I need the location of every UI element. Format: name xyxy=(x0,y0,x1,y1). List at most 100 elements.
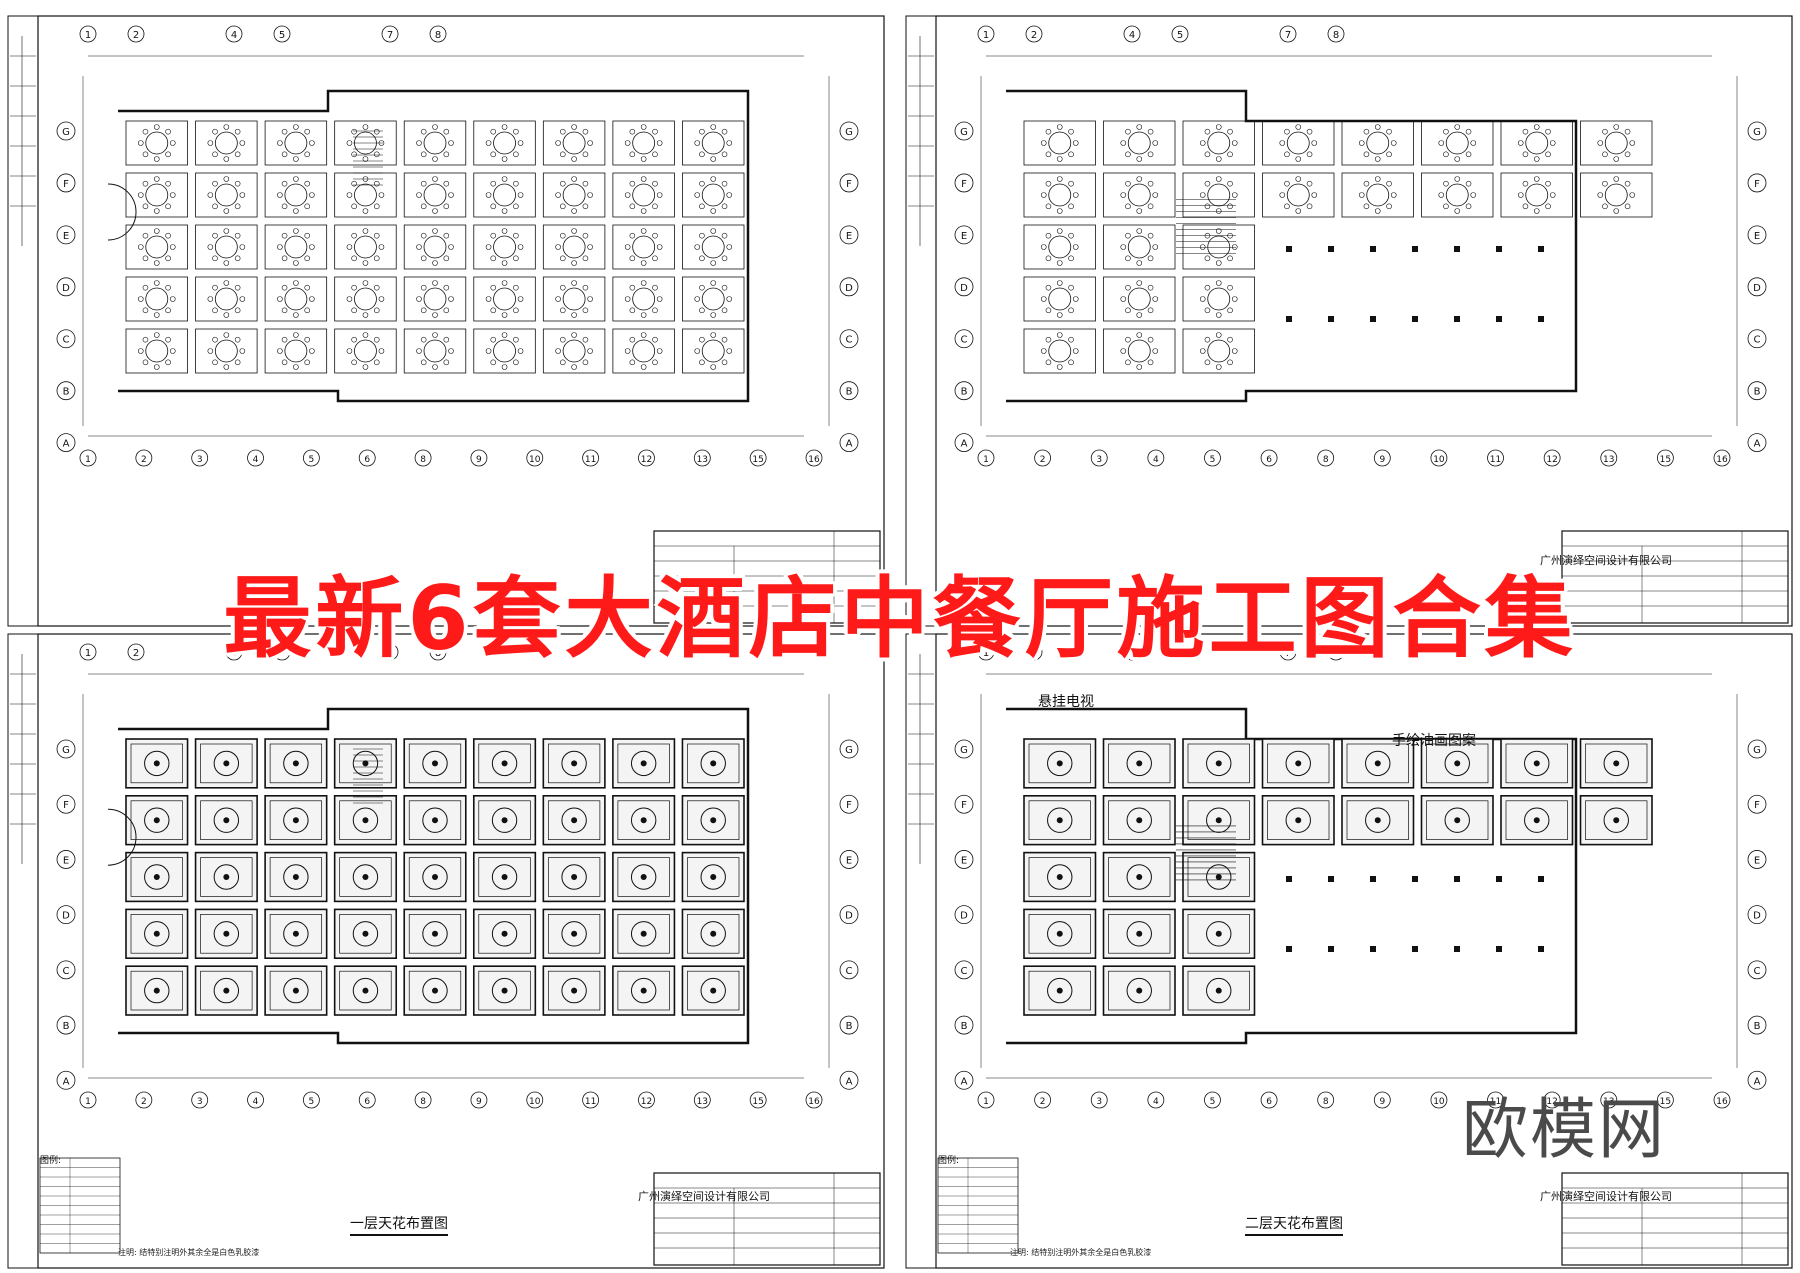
grid-col-bubble xyxy=(1656,1091,1674,1109)
chair xyxy=(153,176,160,182)
grid-col-bubble xyxy=(1260,1091,1278,1109)
structural-column xyxy=(1328,246,1334,252)
grid-row-label: C xyxy=(1754,966,1761,977)
ceiling-light xyxy=(213,864,240,890)
ceiling-inset xyxy=(547,800,601,840)
chair xyxy=(432,364,438,370)
chair xyxy=(142,128,149,135)
chair xyxy=(1624,180,1631,187)
ceiling-inset xyxy=(200,743,253,784)
room xyxy=(473,276,536,322)
chair xyxy=(1386,151,1392,158)
chair xyxy=(239,244,246,250)
chair xyxy=(351,336,357,343)
chair xyxy=(513,307,519,314)
grid-row-bubble xyxy=(839,329,859,349)
grid-col-bubble xyxy=(135,449,153,467)
ceiling-light xyxy=(352,807,379,833)
chair xyxy=(721,128,728,135)
grid-row-bubble xyxy=(56,381,76,401)
chair xyxy=(629,307,636,314)
grid-col-bubble xyxy=(79,643,97,661)
chair xyxy=(443,307,450,314)
grid-col-label: 8 xyxy=(1323,1097,1329,1107)
chair xyxy=(304,255,311,262)
chair xyxy=(726,140,733,146)
room xyxy=(264,328,328,374)
ceiling-light xyxy=(422,921,448,947)
chair xyxy=(699,307,705,314)
ceiling-light-center xyxy=(223,817,230,824)
chair xyxy=(1363,151,1370,158)
grid-row-bubble xyxy=(1747,794,1767,814)
chair xyxy=(559,128,566,135)
chair xyxy=(1215,260,1222,266)
room xyxy=(682,224,745,270)
chair xyxy=(212,151,218,158)
chair xyxy=(293,332,299,338)
dining-table xyxy=(1604,131,1628,155)
chair xyxy=(1204,151,1211,158)
ceiling-inset xyxy=(1187,914,1250,954)
room xyxy=(473,328,536,374)
ceiling-light xyxy=(1126,807,1152,833)
chair xyxy=(1068,128,1074,135)
grid-row-bubble xyxy=(839,960,859,980)
ceiling-light xyxy=(1444,807,1470,833)
chair xyxy=(1045,336,1052,343)
ceiling-light-center xyxy=(1215,930,1222,937)
chair xyxy=(1215,280,1222,286)
sheet-frame xyxy=(37,633,885,1269)
room xyxy=(195,120,258,166)
grid-row-bubble xyxy=(56,960,76,980)
grid-col-bubble xyxy=(1123,25,1141,43)
chair xyxy=(1390,192,1397,198)
ceiling-inset xyxy=(547,743,601,784)
chair xyxy=(1215,312,1222,318)
chair xyxy=(582,151,589,158)
grid-row-label: A xyxy=(1754,1076,1761,1087)
ceiling-light xyxy=(352,977,379,1004)
ceiling-inset xyxy=(687,857,740,897)
chair xyxy=(432,208,438,214)
chair xyxy=(555,296,561,302)
structural-column xyxy=(1454,876,1460,882)
dining-table xyxy=(1127,339,1151,363)
chair xyxy=(416,192,422,198)
chair xyxy=(234,284,241,291)
chair xyxy=(726,296,733,302)
ceiling-light xyxy=(1126,864,1152,890)
dining-table xyxy=(145,235,169,259)
ceiling-light xyxy=(1206,807,1232,833)
chair xyxy=(1072,348,1079,354)
chair xyxy=(1374,124,1381,130)
ceiling-inset xyxy=(1108,914,1171,954)
chair xyxy=(165,336,171,343)
chair xyxy=(490,232,497,239)
dining-table xyxy=(701,183,725,207)
ceiling-light xyxy=(352,921,379,947)
grid-row-bubble xyxy=(56,794,76,814)
chair xyxy=(485,348,492,354)
chair xyxy=(1068,203,1074,210)
ceiling-light-center xyxy=(1056,987,1063,994)
chair xyxy=(1199,244,1206,250)
chair xyxy=(1374,208,1381,214)
grid-col-bubble xyxy=(429,25,447,43)
chair xyxy=(501,156,508,162)
chair xyxy=(1204,203,1211,210)
grid-row-label: D xyxy=(1753,283,1761,294)
ceiling-light xyxy=(561,864,587,890)
chair xyxy=(1120,140,1127,146)
dining-table xyxy=(1366,131,1390,155)
chair xyxy=(587,296,593,302)
ceiling-light xyxy=(561,921,587,947)
chair xyxy=(1136,176,1143,182)
grid-col-label: 4 xyxy=(1153,1097,1159,1107)
ceiling-light xyxy=(1206,750,1232,777)
grid-row-label: B xyxy=(63,387,70,398)
chair xyxy=(656,244,663,250)
grid-row-label: B xyxy=(63,1021,70,1032)
grid-col-bubble xyxy=(1543,449,1561,467)
chair xyxy=(443,359,450,366)
